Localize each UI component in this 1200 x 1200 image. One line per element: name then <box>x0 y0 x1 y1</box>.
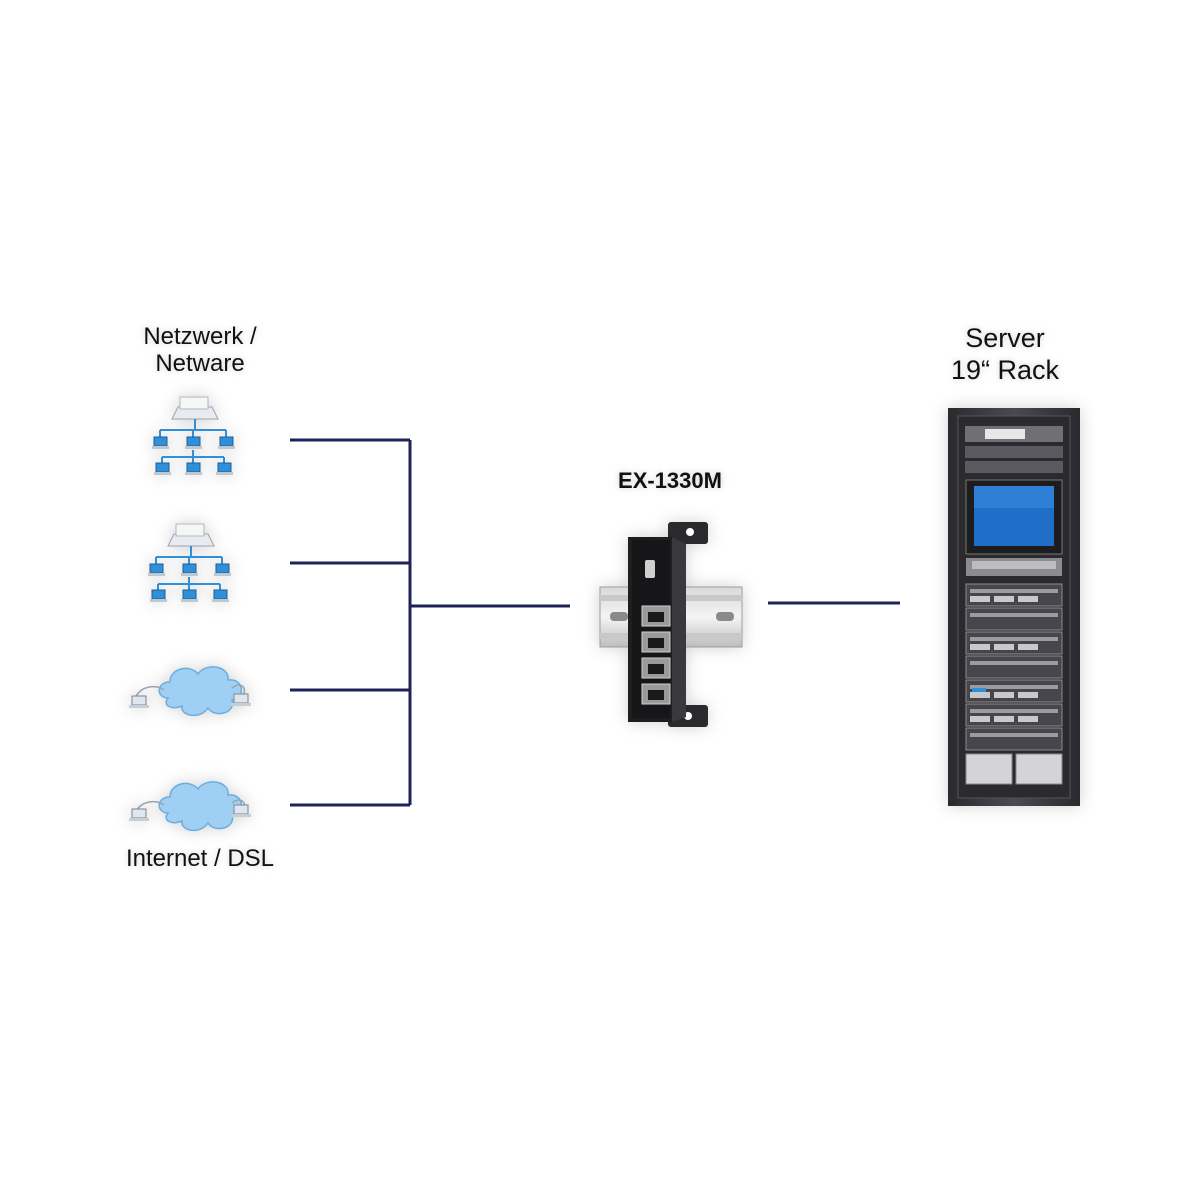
cloud-network-icon <box>128 666 252 717</box>
network-tree-icon <box>151 396 236 476</box>
network-tree-icon <box>147 523 232 603</box>
cloud-network-icon <box>128 781 252 832</box>
usb-hub-din-rail-icon <box>599 522 743 727</box>
network-label: Netzwerk / Netware <box>143 323 257 377</box>
device-label: EX-1330M <box>618 468 722 493</box>
connection-lines <box>290 438 900 807</box>
internet-label: Internet / DSL <box>125 845 275 872</box>
server-rack-icon <box>948 408 1080 806</box>
server-label: Server 19“ Rack <box>950 323 1060 385</box>
